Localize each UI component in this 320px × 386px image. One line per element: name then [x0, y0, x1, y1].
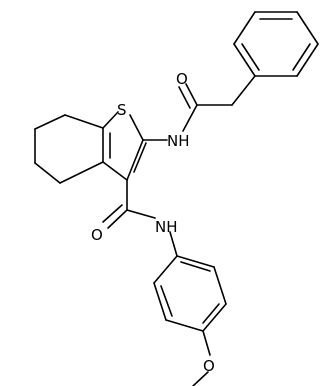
bottom-nh-label: NH — [155, 218, 178, 236]
top-nh-label: NH — [167, 132, 190, 150]
cyclohexane-ring — [34, 114, 104, 184]
methoxy-oxygen-label: O — [203, 357, 215, 375]
methoxy-group — [192, 330, 211, 386]
methoxyphenyl-ring — [153, 231, 227, 332]
phenyl-ring — [233, 11, 319, 77]
thiophene-ring — [102, 111, 147, 181]
top-oxygen-label: O — [176, 70, 188, 88]
sulfur-label: S — [117, 101, 127, 119]
bottom-oxygen-label: O — [91, 226, 103, 244]
phenylacetamide-chain — [178, 75, 256, 132]
carboxamide-group — [102, 179, 156, 229]
